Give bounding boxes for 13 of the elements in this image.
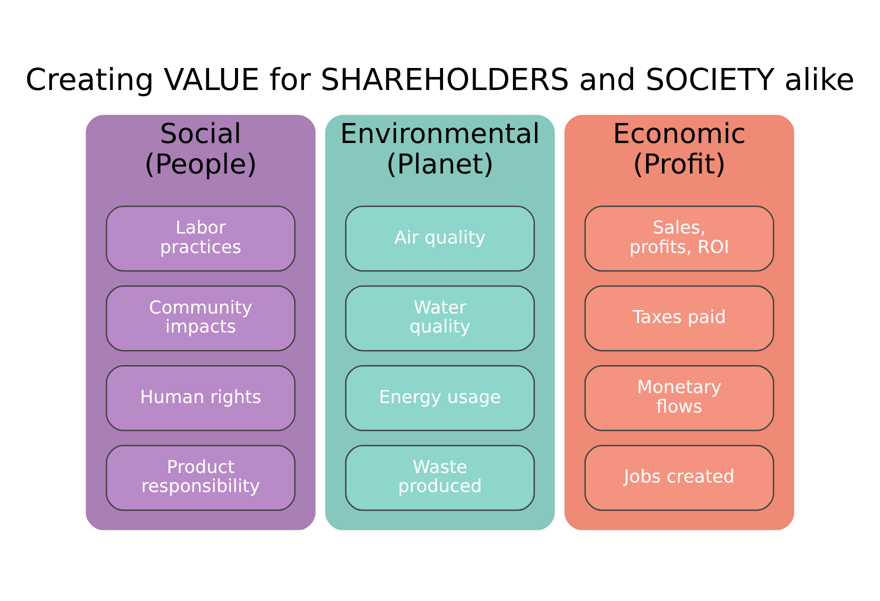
node-box: Waste produced — [345, 444, 535, 511]
node-box: Water quality — [345, 285, 535, 352]
node-box: Human rights — [106, 365, 296, 432]
node-box: Air quality — [345, 206, 535, 272]
node-box: Community impacts — [106, 285, 296, 352]
node-box: Monetary flows — [584, 365, 774, 432]
node-box: Taxes paid — [584, 285, 774, 352]
node-box: Energy usage — [345, 365, 535, 432]
node-box: Jobs created — [584, 444, 774, 511]
node-box: Sales, profits, ROI — [584, 206, 774, 272]
node-box: Product responsibility — [106, 444, 296, 511]
diagram-title: Creating VALUE for SHAREHOLDERS and SOCIETY alike — [25, 63, 855, 98]
node-box: Labor practices — [106, 206, 296, 272]
